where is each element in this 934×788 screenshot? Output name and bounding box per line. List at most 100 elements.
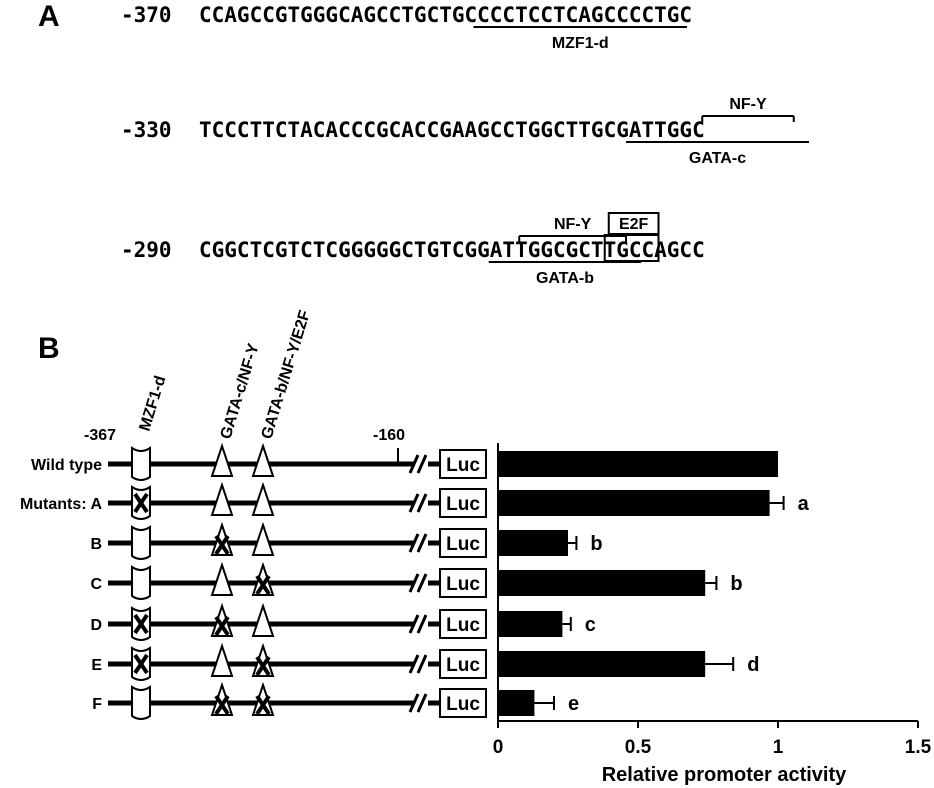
luc-reporter-box — [439, 488, 487, 518]
panel-a-label: A — [38, 0, 60, 33]
mutation-x-stroke — [133, 653, 149, 675]
gata-b-site — [251, 442, 275, 477]
gata-c-site — [210, 561, 234, 596]
break-mark — [416, 693, 428, 713]
promoter-sequence: CGGCTCGTCTCGGGGGCTGTCGGATTGGCGCTTGCCAGCC — [199, 238, 705, 262]
construct-label: Wild type — [31, 457, 102, 474]
promoter-sequence: TCCCTTCTACACCCGCACCGAAGCCTGGCTTGCGATTGGC — [199, 118, 705, 142]
luc-reporter-box — [439, 688, 487, 718]
luc-reporter-label: Luc — [446, 574, 480, 595]
break-mark — [408, 573, 420, 593]
gata-b-site — [251, 561, 275, 596]
gata-b-site — [251, 681, 275, 716]
break-mark — [408, 493, 420, 513]
site-gata-c-label: GATA-c — [689, 150, 746, 167]
gata-b-site — [251, 521, 275, 556]
construct-row: Wild type Luc — [31, 442, 487, 481]
bar — [498, 530, 568, 556]
mutation-x-stroke — [255, 574, 271, 596]
significance-letter: d — [747, 654, 759, 676]
break-mark — [408, 614, 420, 634]
bar — [498, 651, 706, 677]
break-mark — [408, 454, 420, 474]
gata-c-site — [210, 681, 234, 716]
mzf1-d-site — [131, 525, 151, 560]
break-mark — [416, 654, 428, 674]
mutation-x-stroke — [133, 492, 149, 514]
bar — [498, 611, 563, 637]
sequence-position: -290 — [121, 238, 172, 262]
construct-label: F — [92, 696, 102, 713]
construct-row: D Luc — [90, 602, 487, 641]
construct-label: C — [90, 576, 102, 593]
panel-b-label: B — [38, 332, 60, 365]
mutation-x-stroke — [255, 655, 271, 677]
header-gata-c-nf-y: GATA-c/NF-Y — [218, 341, 263, 441]
break-mark — [416, 454, 428, 474]
luc-reporter-box — [439, 568, 487, 598]
site-nf-y-label: NF-Y — [554, 216, 592, 233]
luc-reporter-label: Luc — [446, 615, 480, 636]
x-tick-label: 0 — [493, 737, 504, 758]
x-tick-label: 1.5 — [905, 737, 932, 758]
construct-label: E — [91, 657, 102, 674]
x-tick-label: 0.5 — [625, 737, 652, 758]
gata-c-site — [210, 602, 234, 637]
gata-c-site — [210, 442, 234, 477]
construct-row: C Luc — [90, 561, 487, 600]
break-mark — [416, 493, 428, 513]
break-mark — [408, 693, 420, 713]
gata-c-site — [210, 642, 234, 677]
mutation-x-stroke — [255, 694, 271, 716]
construct-row: Mutants: A Luc — [20, 481, 487, 520]
significance-letter: e — [568, 693, 579, 715]
luc-reporter-label: Luc — [446, 494, 480, 515]
construct-label: Mutants: A — [20, 496, 103, 513]
site-mzf1-d-label: MZF1-d — [552, 35, 609, 52]
x-axis-label: Relative promoter activity — [602, 764, 847, 786]
break-mark — [408, 533, 420, 553]
bar — [498, 570, 706, 596]
break-mark — [416, 533, 428, 553]
gata-c-site — [210, 481, 234, 516]
luc-reporter-box — [439, 609, 487, 639]
mzf1-d-site — [131, 685, 151, 720]
luc-reporter-label: Luc — [446, 534, 480, 555]
luc-reporter-box — [439, 649, 487, 679]
mutation-x-stroke — [214, 694, 230, 716]
site-nf-y-label: NF-Y — [729, 96, 767, 113]
mutation-x-stroke — [214, 615, 230, 637]
header-mzf1-d: MZF1-d — [137, 374, 170, 433]
mutation-x-stroke — [214, 534, 230, 556]
significance-letter: c — [585, 614, 596, 636]
luc-reporter-label: Luc — [446, 455, 480, 476]
mutation-x-stroke — [133, 613, 149, 635]
construct-label: B — [90, 536, 102, 553]
significance-letter: b — [590, 533, 602, 555]
luc-reporter-box — [439, 449, 487, 479]
bar — [498, 690, 535, 716]
luc-reporter-label: Luc — [446, 655, 480, 676]
bar — [498, 451, 778, 477]
construct-row: E Luc — [91, 642, 487, 681]
gata-c-site — [210, 521, 234, 556]
site-gata-b-label: GATA-b — [536, 270, 594, 287]
site-e2f-label: E2F — [619, 216, 649, 233]
mzf1-d-site — [131, 446, 151, 481]
break-mark — [416, 614, 428, 634]
gata-b-site — [251, 642, 275, 677]
gata-b-site — [251, 481, 275, 516]
position-start: -367 — [84, 427, 116, 444]
sequence-position: -330 — [121, 118, 172, 142]
bar — [498, 490, 770, 516]
break-mark — [416, 573, 428, 593]
significance-letter: a — [798, 493, 810, 515]
construct-label: D — [90, 617, 102, 634]
sequence-position: -370 — [121, 3, 172, 27]
construct-row: B Luc — [90, 521, 487, 560]
significance-letter: b — [730, 573, 742, 595]
